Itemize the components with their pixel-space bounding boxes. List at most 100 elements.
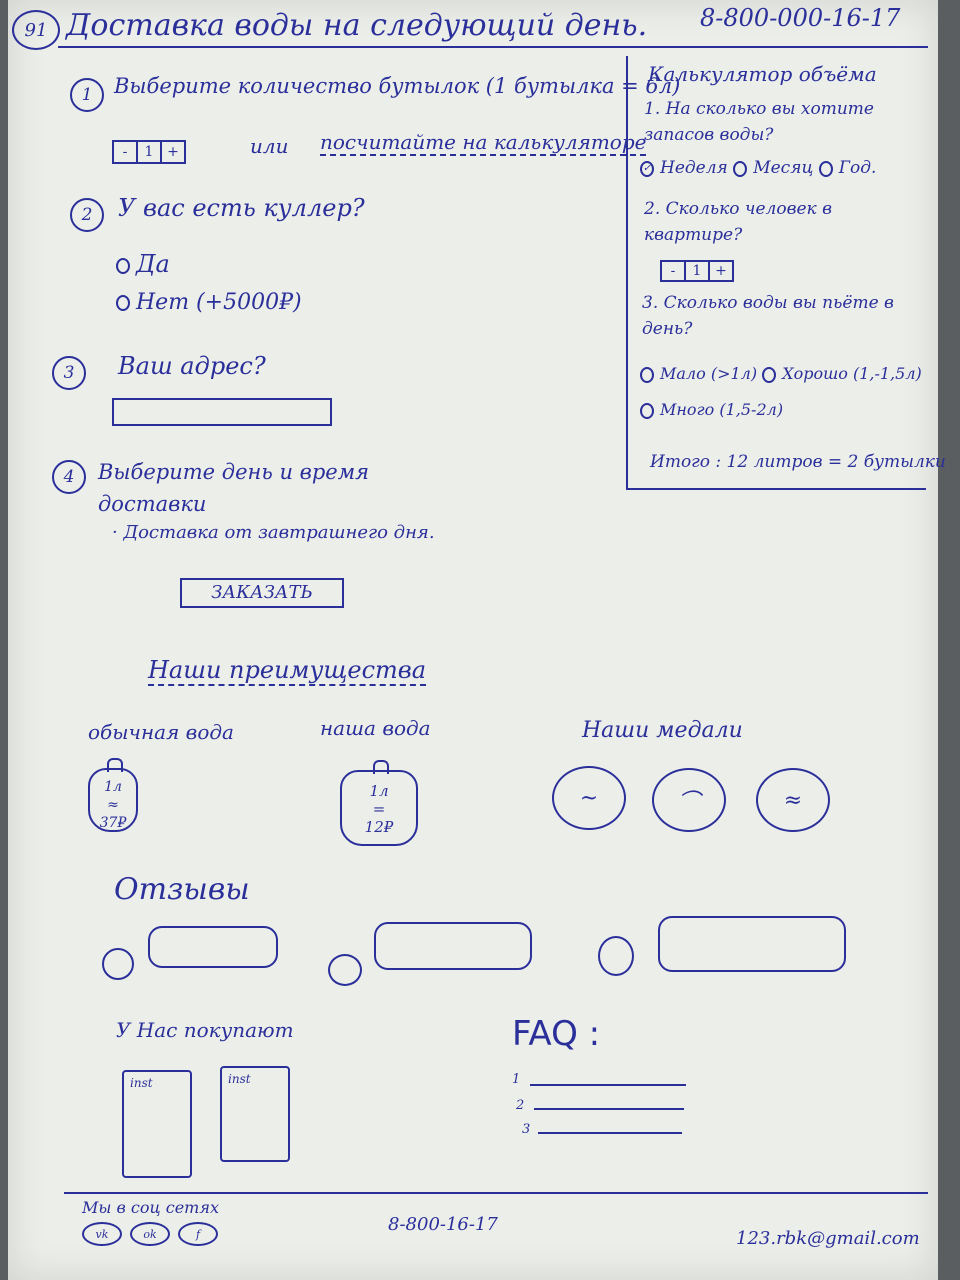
cooler-question: У вас есть куллер? [118, 194, 365, 222]
faq-item-number: 2 [516, 1098, 525, 1113]
checked-radio-icon[interactable]: ✓ [640, 160, 654, 177]
calculator-total: Итого : 12 литров = 2 бутылки [650, 452, 946, 472]
option-label: Год. [838, 158, 877, 178]
cooler-option-yes[interactable]: Да [116, 250, 170, 278]
buyers-title: У Нас покупают [116, 1018, 294, 1042]
our-water-bottle: 1л = 12₽ [340, 760, 418, 846]
address-input[interactable] [112, 398, 332, 426]
intake-option-low[interactable]: Мало (>1л) [640, 364, 757, 383]
intake-option-good[interactable]: Хорошо (1,-1,5л) [762, 364, 922, 383]
header-divider [58, 46, 928, 48]
instagram-card[interactable]: inst [122, 1070, 192, 1178]
step-3-number: 3 [52, 356, 86, 390]
reviewer-avatar [102, 948, 134, 980]
regular-water-label: обычная вода [88, 720, 234, 744]
social-title: Мы в соц сетях [82, 1198, 219, 1217]
stepper-value: 1 [686, 262, 710, 280]
radio-icon[interactable] [640, 366, 654, 383]
page-badge: 91 [12, 10, 60, 50]
bottle-price: 12₽ [364, 818, 394, 836]
radio-icon[interactable] [116, 257, 130, 274]
paper-sheet: 91 Доставка воды на следующий день. 8-80… [8, 0, 946, 1280]
regular-water-bottle: 1л ≈ 37₽ [88, 758, 138, 832]
faq-item-number: 1 [512, 1072, 521, 1087]
calculator-link[interactable]: посчитайте на калькуляторе [320, 130, 647, 156]
medal-icon: ≈ [756, 768, 830, 832]
reviewer-avatar [328, 954, 362, 986]
review-bubble[interactable] [658, 916, 846, 972]
delivery-time-text[interactable]: Выберите день и время доставки [98, 460, 370, 516]
option-label: Месяц [753, 158, 814, 178]
review-bubble[interactable] [148, 926, 278, 968]
step-1-number: 1 [70, 78, 104, 112]
intake-option-high[interactable]: Много (1,5-2л) [640, 400, 783, 419]
stepper-minus-button[interactable]: - [662, 262, 686, 280]
bottle-symbol: ≈ [107, 797, 119, 813]
instagram-card[interactable]: inst [220, 1066, 290, 1162]
faq-item-line[interactable] [538, 1132, 682, 1134]
radio-icon[interactable] [116, 295, 130, 311]
stepper-value: 1 [138, 142, 162, 162]
calculator-q1-options: ✓ Неделя Месяц Год. [640, 158, 876, 178]
calculator-divider [626, 56, 628, 490]
footer-phone[interactable]: 8-800-16-17 [388, 1214, 498, 1235]
calculator-q1: 1. На сколько вы хотите запасов воды? [644, 99, 874, 145]
bottle-quantity-stepper[interactable]: - 1 + [112, 140, 186, 164]
instagram-label: inst [130, 1076, 153, 1090]
people-count-stepper[interactable]: - 1 + [660, 260, 734, 282]
faq-item-line[interactable] [530, 1084, 686, 1086]
medal-icon: ⌒ [652, 768, 726, 832]
header-phone[interactable]: 8-800-000-16-17 [700, 4, 901, 32]
instagram-label: inst [228, 1072, 251, 1086]
medal-icon: ~ [552, 766, 626, 830]
reviewer-avatar [598, 936, 634, 976]
option-label: Много (1,5-2л) [660, 400, 784, 419]
bottle-volume: 1л [369, 782, 389, 800]
calculator-title: Калькулятор объёма [648, 62, 877, 86]
bottle-volume: 1л [104, 779, 122, 795]
stepper-plus-button[interactable]: + [715, 263, 727, 279]
radio-icon[interactable] [818, 160, 833, 177]
facebook-icon[interactable]: f [178, 1222, 218, 1246]
calculator-q2: 2. Сколько человек в квартире? [644, 199, 832, 245]
period-option-week[interactable]: ✓ Неделя [640, 158, 728, 178]
faq-title: FAQ : [512, 1014, 601, 1054]
address-question: Ваш адрес? [118, 352, 266, 380]
option-label: Мало (>1л) [660, 364, 758, 383]
footer-divider [64, 1192, 928, 1194]
option-label: Хорошо (1,-1,5л) [782, 364, 922, 383]
period-option-year[interactable]: Год. [818, 158, 877, 178]
page-title: Доставка воды на следующий день. [66, 8, 648, 43]
calculator-q3: 3. Сколько воды вы пьёте в день? [642, 293, 894, 339]
faq-item-number: 3 [522, 1122, 531, 1137]
step-1-text: Выберите количество бутылок (1 бутылка =… [114, 74, 681, 98]
bottle-symbol: = [372, 800, 386, 818]
step-2-number: 2 [70, 198, 104, 232]
radio-icon[interactable] [640, 402, 654, 419]
radio-icon[interactable] [762, 366, 777, 383]
bottle-price: 37₽ [99, 815, 127, 831]
calculator-bottom-line [626, 488, 926, 490]
medals-label: Наши медали [582, 718, 743, 743]
faq-item[interactable]: 1 [512, 1072, 520, 1087]
advantages-title: Наши преимущества [148, 656, 427, 686]
faq-item-line[interactable] [534, 1108, 684, 1110]
footer-email[interactable]: 123.rbk@gmail.com [736, 1228, 920, 1249]
order-button[interactable]: ЗАКАЗАТЬ [180, 578, 344, 608]
faq-item[interactable]: 2 [516, 1098, 524, 1113]
period-option-month[interactable]: Месяц [733, 158, 813, 178]
or-text: или [250, 134, 289, 158]
vk-icon[interactable]: vk [82, 1222, 122, 1246]
stepper-plus-button[interactable]: + [167, 144, 179, 160]
stepper-minus-button[interactable]: - [114, 142, 138, 162]
radio-icon[interactable] [733, 160, 748, 177]
reviews-title: Отзывы [114, 872, 250, 907]
cooler-option-no[interactable]: Нет (+5000₽) [116, 290, 302, 315]
ok-icon[interactable]: ok [130, 1222, 170, 1246]
delivery-note: · Доставка от завтрашнего дня. [112, 522, 435, 543]
option-label: Неделя [660, 158, 728, 178]
faq-item[interactable]: 3 [522, 1122, 530, 1137]
review-bubble[interactable] [374, 922, 532, 970]
option-label: Да [136, 250, 170, 278]
